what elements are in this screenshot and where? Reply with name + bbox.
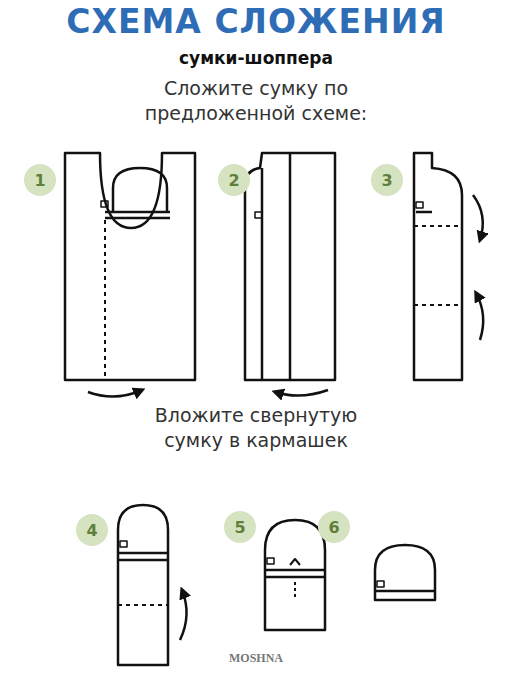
bag-outline bbox=[375, 545, 435, 600]
step-number: 3 bbox=[371, 164, 403, 196]
step-number: 2 bbox=[218, 164, 250, 196]
callout-number: 4 bbox=[76, 514, 108, 546]
callout-number: 2 bbox=[218, 164, 250, 196]
subtitle: сумки-шоппера bbox=[156, 47, 356, 69]
step-number: 1 bbox=[24, 164, 56, 196]
instruction: Сложите сумку по предложенной схеме: bbox=[126, 76, 386, 125]
callout-number: 1 bbox=[24, 164, 56, 196]
callout-number: 6 bbox=[318, 511, 350, 543]
bag-outline bbox=[245, 153, 290, 380]
step-number: 4 bbox=[76, 514, 108, 546]
bag-outline bbox=[118, 505, 168, 665]
step-number: 5 bbox=[224, 511, 256, 543]
instruction: Вложите свернутую сумку в кармашек bbox=[141, 403, 371, 452]
bag-outline bbox=[265, 520, 325, 630]
step-number: 6 bbox=[318, 511, 350, 543]
bag-outline bbox=[414, 153, 462, 380]
title: СХЕМА СЛОЖЕНИЯ bbox=[0, 2, 512, 41]
bag-outline bbox=[65, 153, 195, 380]
watermark: MOSHNA bbox=[206, 651, 306, 667]
callout-number: 5 bbox=[224, 511, 256, 543]
callout-number: 3 bbox=[371, 164, 403, 196]
pocket bbox=[113, 168, 167, 212]
